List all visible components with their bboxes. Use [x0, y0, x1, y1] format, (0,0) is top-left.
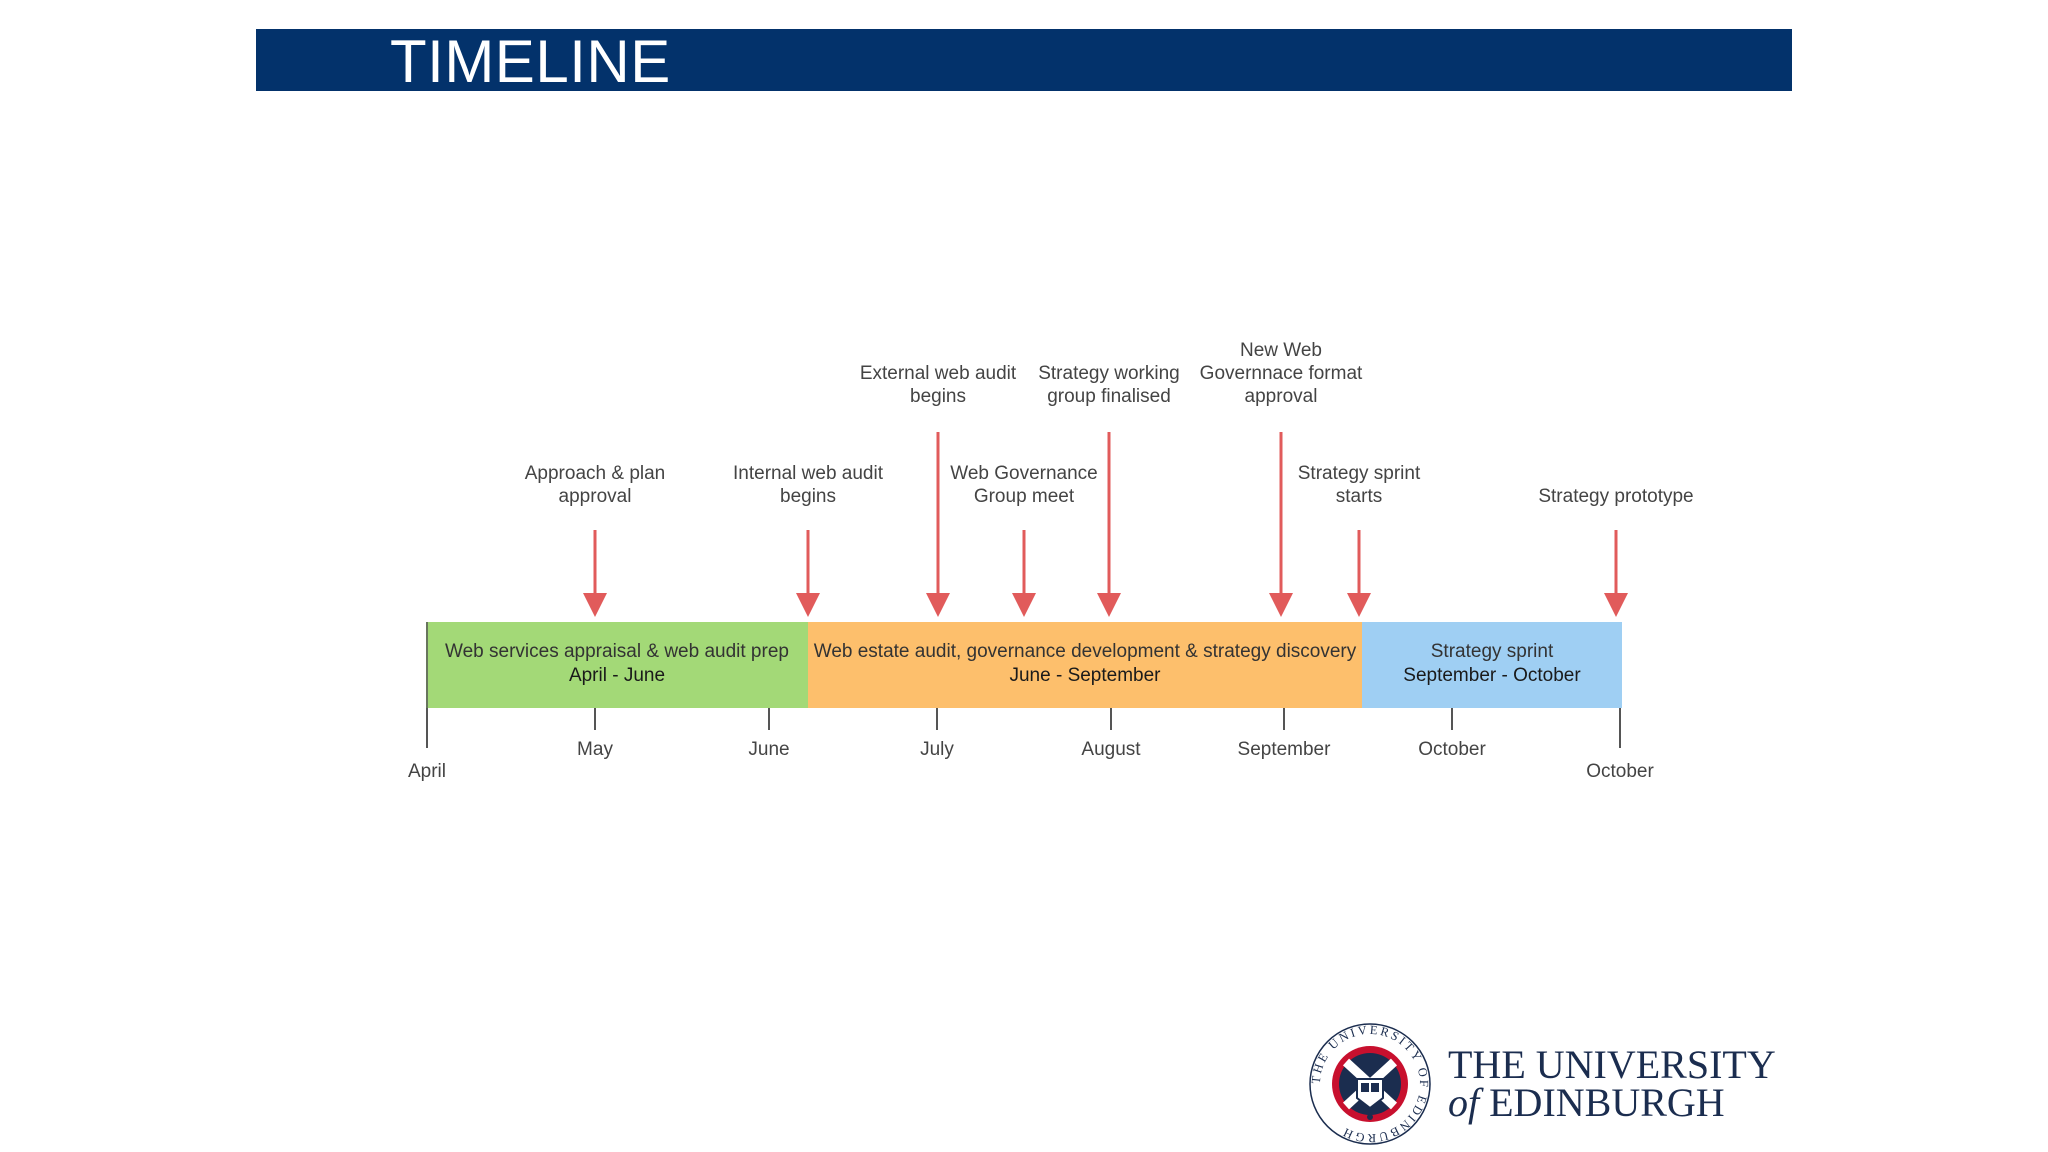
university-name-line2: of EDINBURGH	[1448, 1083, 1776, 1123]
month-label: May	[577, 739, 613, 760]
university-name-of: of	[1448, 1080, 1480, 1125]
month-label: July	[920, 739, 954, 760]
milestone-arrow	[1269, 432, 1293, 617]
title-bar: TIMELINE	[256, 28, 1792, 95]
month-label: June	[748, 739, 789, 760]
milestone-arrow	[926, 432, 950, 617]
timeline-segment-1	[426, 622, 808, 708]
milestone-arrow	[1097, 432, 1121, 617]
university-crest-icon: THE UNIVERSITY OF EDINBURGH	[1309, 1023, 1431, 1145]
segment-name: Strategy sprint	[1431, 641, 1554, 662]
milestone-arrow	[1347, 530, 1371, 617]
segment-period: September - October	[1403, 665, 1581, 686]
page-title: TIMELINE	[390, 28, 671, 95]
segment-name: Web estate audit, governance development…	[814, 641, 1357, 662]
university-logo: THE UNIVERSITY OF EDINBURGH THE UNIVERSI…	[1308, 1023, 1788, 1145]
segment-period: June - September	[1009, 665, 1161, 686]
timeline-segment-3	[1362, 622, 1622, 708]
milestone-arrow	[583, 530, 607, 617]
milestone-arrow	[1604, 530, 1628, 617]
month-label: October	[1418, 739, 1486, 760]
segment-period: April - June	[569, 665, 665, 686]
month-label: August	[1081, 739, 1141, 760]
university-name: THE UNIVERSITY of EDINBURGH	[1448, 1042, 1776, 1123]
month-label: September	[1238, 739, 1332, 760]
milestone-arrow	[796, 530, 820, 617]
milestone-arrow	[1012, 530, 1036, 617]
segment-name: Web services appraisal & web audit prep	[445, 641, 789, 662]
university-name-edinburgh: EDINBURGH	[1489, 1080, 1725, 1125]
month-label: October	[1586, 761, 1654, 782]
timeline-segment-2	[808, 622, 1362, 708]
month-label: April	[408, 761, 446, 782]
university-name-line1: THE UNIVERSITY	[1448, 1042, 1776, 1087]
milestone-label: Strategy prototype	[1538, 486, 1693, 507]
